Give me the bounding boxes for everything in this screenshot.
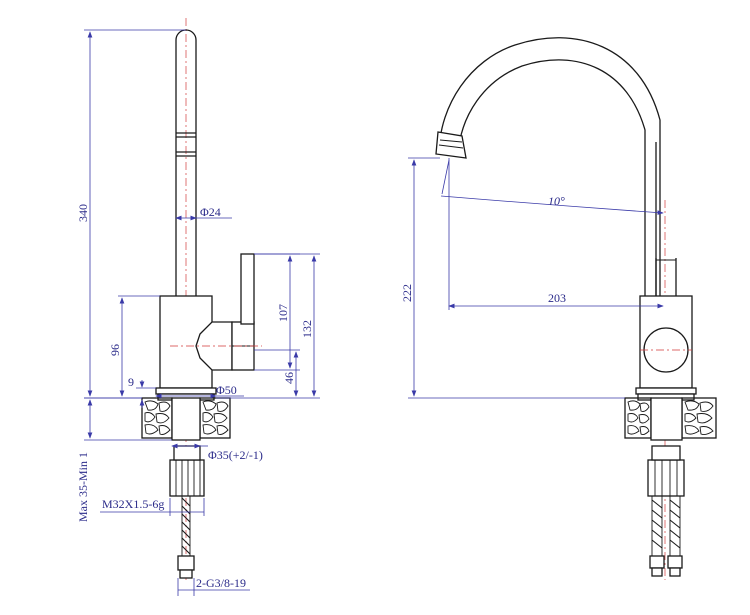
side-view-dimensions: 222 10° 203 [400, 157, 664, 399]
dim-107: 107 [276, 304, 290, 322]
front-view [141, 18, 262, 580]
dim-96: 96 [108, 344, 122, 356]
dim-thickness: Max 35-Min 1 [76, 452, 90, 522]
side-mounting-stone-right [681, 397, 717, 439]
dim-phi24: Φ24 [200, 205, 221, 219]
dim-phi35: Φ35(+2/-1) [208, 448, 263, 462]
side-mounting-stone-left [624, 397, 652, 439]
dim-132: 132 [300, 320, 314, 338]
dim-thread: M32X1.5-6g [102, 497, 164, 511]
mounting-stone-left [141, 397, 173, 439]
dim-203: 203 [548, 291, 566, 305]
dim-phi50: Φ50 [216, 383, 237, 397]
dim-9: 9 [128, 375, 134, 389]
front-view-dimensions: 340 Φ24 107 132 46 96 9 Φ50 [76, 29, 320, 596]
mounting-stone-right [199, 397, 231, 439]
side-view [435, 37, 717, 580]
dim-angle: 10° [548, 194, 565, 208]
dim-340: 340 [76, 204, 90, 222]
dim-hose: 2-G3/8-19 [196, 576, 246, 590]
dim-46: 46 [282, 372, 296, 384]
dim-222: 222 [400, 284, 414, 302]
